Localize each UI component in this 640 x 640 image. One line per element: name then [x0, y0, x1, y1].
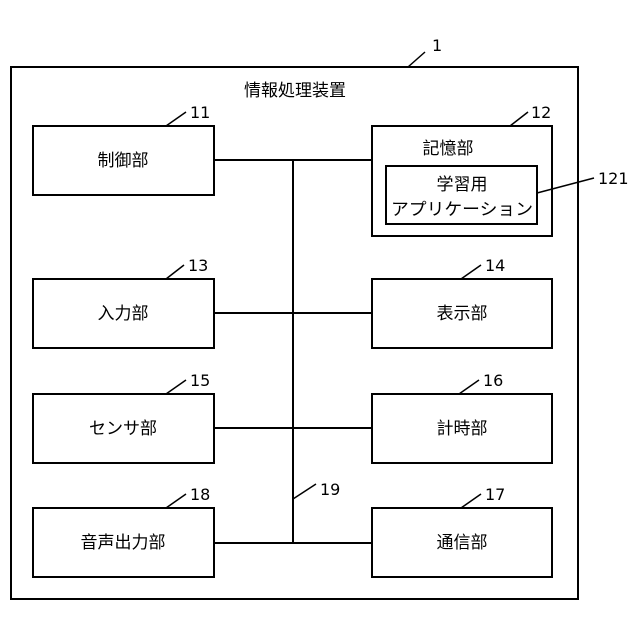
- timer-unit-ref: 16: [483, 371, 503, 390]
- audio-output-unit-label: 音声出力部: [81, 533, 166, 553]
- device-ref: 1: [432, 36, 442, 55]
- application-label-line1: 学習用: [437, 175, 488, 195]
- sensor-unit-ref: 15: [190, 371, 210, 390]
- communication-unit-label: 通信部: [437, 533, 488, 553]
- bus-ref: 19: [320, 480, 340, 499]
- storage-unit-label: 記憶部: [423, 139, 474, 159]
- communication-unit-ref: 17: [485, 485, 505, 504]
- input-unit-ref: 13: [188, 256, 208, 275]
- audio-output-unit-ref: 18: [190, 485, 210, 504]
- control-unit-label: 制御部: [98, 151, 149, 171]
- storage-unit-ref: 12: [531, 103, 551, 122]
- control-unit-ref: 11: [190, 103, 210, 122]
- timer-unit-label: 計時部: [437, 419, 488, 439]
- device-label: 情報処理装置: [244, 81, 346, 101]
- sensor-unit-label: センサ部: [89, 419, 157, 439]
- input-unit-label: 入力部: [98, 304, 149, 324]
- application-ref: 121: [598, 169, 629, 188]
- application-label-line2: アプリケーション: [391, 200, 533, 220]
- display-unit-ref: 14: [485, 256, 505, 275]
- display-unit-label: 表示部: [437, 304, 488, 324]
- device-ref-leader: [408, 52, 425, 67]
